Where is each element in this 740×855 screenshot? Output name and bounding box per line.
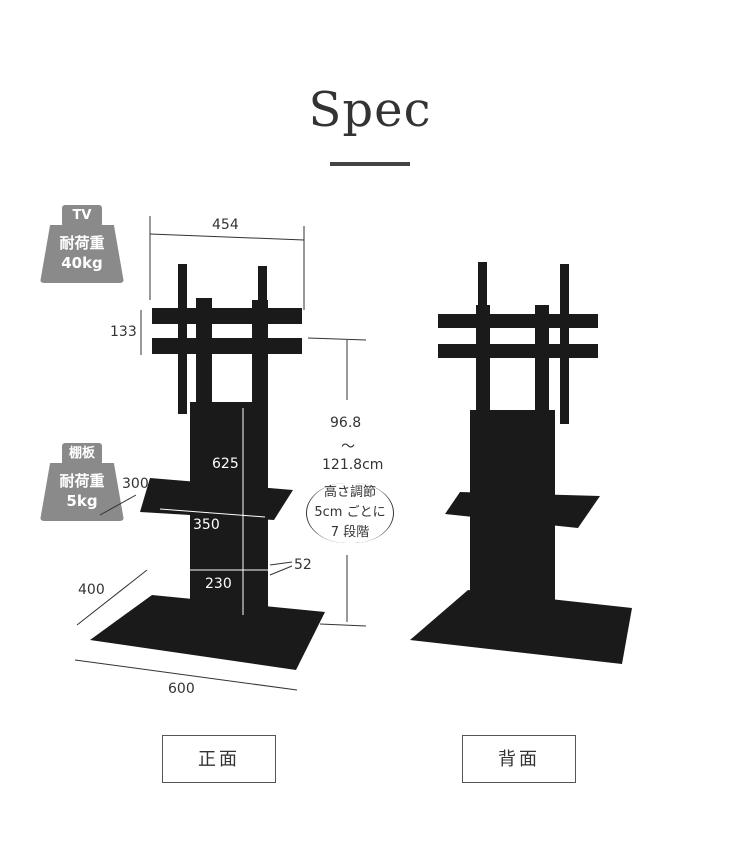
badge-tab: 棚板 xyxy=(62,443,102,465)
dim-shelf-width: 350 xyxy=(193,517,220,533)
dim-shelf-depth: 300 xyxy=(122,476,149,492)
shelf-load-badge: 棚板 耐荷重 5kg xyxy=(40,443,124,521)
dim-mount-height: 133 xyxy=(110,324,137,340)
badge-line2: 5kg xyxy=(66,492,98,510)
tv-load-badge: TV 耐荷重 40kg xyxy=(40,205,124,283)
dim-height-top: 96.8 xyxy=(330,415,362,431)
white-dimension-lines xyxy=(159,408,268,615)
dim-height-bottom: 121.8cm xyxy=(322,457,384,473)
dim-base-width: 600 xyxy=(168,681,195,697)
dim-height-sep: 〜 xyxy=(341,439,355,455)
badge-line1: 耐荷重 xyxy=(59,234,105,252)
weight-icon: 耐荷重 40kg xyxy=(40,225,124,283)
page-title: Spec xyxy=(308,82,432,138)
note-line: 高さ調節 xyxy=(323,485,376,500)
title-underline xyxy=(330,162,410,166)
dimension-lines xyxy=(74,216,367,691)
note-line: 7 段階 xyxy=(330,525,370,540)
back-stand xyxy=(410,262,632,664)
weight-icon: 耐荷重 5kg xyxy=(40,463,124,521)
dim-column-width: 230 xyxy=(205,576,232,592)
front-view-label: 正面 xyxy=(162,735,276,783)
badge-line1: 耐荷重 xyxy=(59,472,105,490)
dim-base-depth: 400 xyxy=(78,582,105,598)
dim-column-depth: 52 xyxy=(294,557,312,573)
dim-column-height: 625 xyxy=(212,456,239,472)
badge-tab: TV xyxy=(62,205,102,227)
front-stand xyxy=(90,264,325,670)
height-adjust-note: 高さ調節 5cm ごとに 7 段階 xyxy=(306,483,394,543)
dim-mount-width: 454 xyxy=(212,217,239,233)
note-line: 5cm ごとに xyxy=(314,505,386,520)
back-view-label: 背面 xyxy=(462,735,576,783)
badge-line2: 40kg xyxy=(61,254,103,272)
